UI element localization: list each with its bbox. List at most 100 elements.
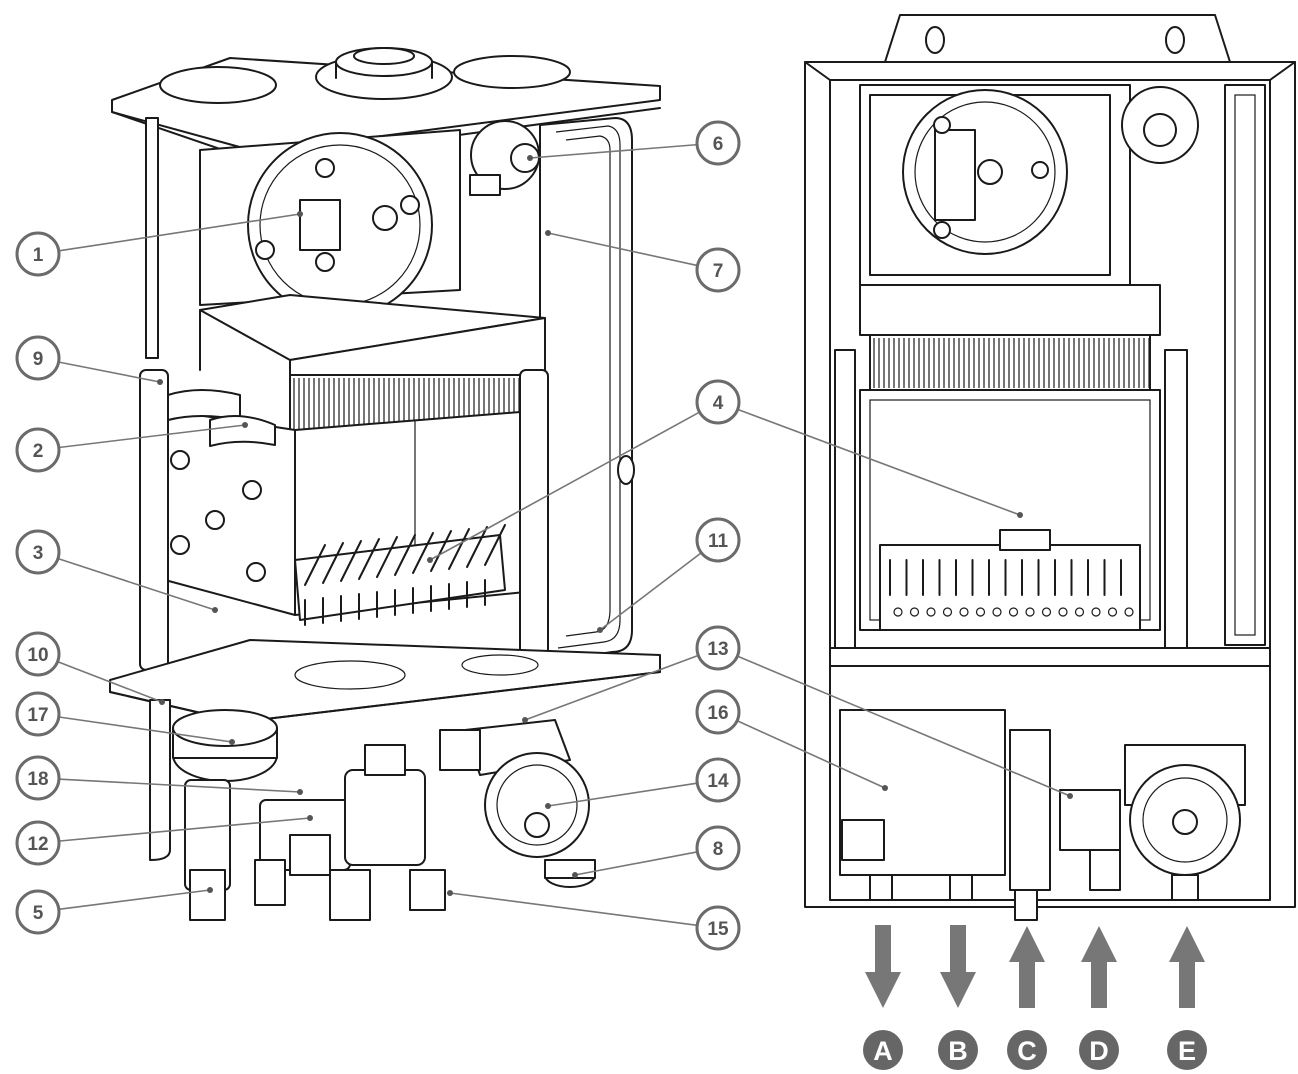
callout-11: 11 <box>597 517 741 633</box>
callout-circle-4 <box>695 379 741 425</box>
connection-arrow-up <box>1169 926 1205 1008</box>
connection-label-A: A <box>873 1036 893 1066</box>
leader-dot-3 <box>212 607 218 613</box>
leader-dot-16 <box>882 785 888 791</box>
fan-assembly <box>247 132 433 318</box>
callout-label-4: 4 <box>713 393 724 414</box>
leader-dot-17 <box>229 739 235 745</box>
leader-line-13 <box>524 654 698 721</box>
connection-label-B: B <box>948 1036 968 1066</box>
callout-12: 12 <box>15 815 313 866</box>
callout-6: 6 <box>527 120 741 166</box>
connection-badge <box>1007 1030 1047 1070</box>
leader-dot-8 <box>572 872 578 878</box>
callout-10: 10 <box>15 631 165 705</box>
callout-label-1: 1 <box>33 245 44 266</box>
leader-dot-6 <box>527 155 533 161</box>
leader-dot-2 <box>242 422 248 428</box>
connection-A: A <box>863 925 903 1070</box>
leader-line-15 <box>449 892 697 926</box>
callout-label-6: 6 <box>713 134 724 155</box>
callout-label-18: 18 <box>27 769 48 790</box>
callout-circle-6 <box>695 120 741 166</box>
connection-D: D <box>1079 926 1119 1070</box>
callout-13: 13 <box>522 625 741 723</box>
connection-label-D: D <box>1089 1036 1109 1066</box>
callout-4-secondary <box>738 408 1023 518</box>
callout-label-17: 17 <box>27 705 48 726</box>
callout-label-2: 2 <box>33 441 44 462</box>
connection-C: C <box>1007 926 1047 1070</box>
callout-circle-10 <box>15 631 61 677</box>
callout-8: 8 <box>572 825 741 878</box>
boiler-front-view <box>804 14 1296 921</box>
callout-13-secondary <box>737 655 1073 799</box>
callout-circle-1 <box>15 231 61 277</box>
hydraulic-group <box>149 699 596 921</box>
callout-label-14: 14 <box>707 771 729 792</box>
base-plate <box>109 639 661 723</box>
callout-label-12: 12 <box>27 834 48 855</box>
leader-line-7 <box>547 232 697 267</box>
connection-arrow-up <box>1081 926 1117 1008</box>
leader-dot-15 <box>447 890 453 896</box>
callout-circle-16 <box>695 689 741 735</box>
leader-line-4 <box>429 411 700 561</box>
leader-dot-14 <box>545 803 551 809</box>
connection-arrow-down <box>940 925 976 1008</box>
leader-line-16 <box>737 720 886 789</box>
leader-line-4 <box>738 408 1021 516</box>
callout-circle-13 <box>695 625 741 671</box>
leader-line-1 <box>59 213 301 252</box>
connection-arrow-down <box>865 925 901 1008</box>
burner <box>294 524 506 626</box>
connection-badge <box>1079 1030 1119 1070</box>
connection-arrow-up <box>1009 926 1045 1008</box>
leader-line-10 <box>58 661 163 703</box>
leader-dot-12 <box>307 815 313 821</box>
callout-2: 2 <box>15 422 248 473</box>
leader-dot-18 <box>297 789 303 795</box>
callout-label-5: 5 <box>33 903 44 924</box>
connection-label-E: E <box>1178 1036 1196 1066</box>
leader-dot-1 <box>297 211 303 217</box>
callout-16: 16 <box>695 689 888 791</box>
leader-dot-9 <box>157 379 163 385</box>
leader-line-14 <box>547 782 697 807</box>
callout-circle-18 <box>15 755 61 801</box>
callout-4: 4 <box>427 379 741 563</box>
callout-circle-3 <box>15 529 61 575</box>
callout-circle-12 <box>15 820 61 866</box>
callout-label-15: 15 <box>707 919 729 940</box>
expansion-vessel <box>539 117 635 661</box>
callout-circle-14 <box>695 757 741 803</box>
callout-label-7: 7 <box>713 261 724 282</box>
leader-dot-10 <box>159 699 165 705</box>
top-plate <box>111 47 661 163</box>
leader-line-18 <box>59 778 301 793</box>
callout-7: 7 <box>545 230 741 293</box>
connection-layer: A B C D E <box>863 925 1207 1070</box>
connection-label-C: C <box>1017 1036 1037 1066</box>
leader-line-9 <box>59 361 161 383</box>
callout-circle-8 <box>695 825 741 871</box>
leader-line-13 <box>737 655 1071 797</box>
leader-dot-11 <box>597 627 603 633</box>
leader-dot-7 <box>545 230 551 236</box>
callout-circle-7 <box>695 247 741 293</box>
callout-circle-2 <box>15 427 61 473</box>
callout-circle-17 <box>15 691 61 737</box>
callout-15: 15 <box>447 890 741 951</box>
leader-line-3 <box>58 558 216 611</box>
leader-line-17 <box>59 716 233 743</box>
callout-14: 14 <box>545 757 741 809</box>
leader-line-5 <box>59 889 211 911</box>
flow-pipes <box>139 369 549 671</box>
callout-circle-9 <box>15 335 61 381</box>
callout-label-3: 3 <box>33 543 44 564</box>
callout-5: 5 <box>15 887 213 935</box>
leader-line-2 <box>59 424 246 449</box>
